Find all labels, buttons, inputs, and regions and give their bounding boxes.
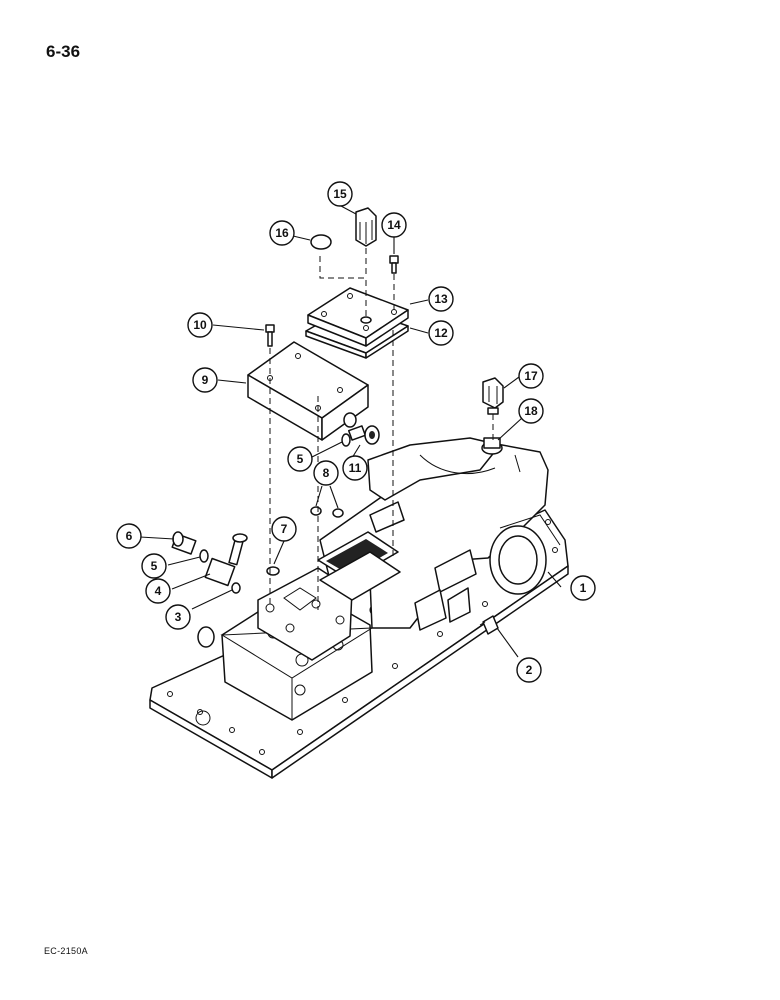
page-number: 6-36 (46, 42, 81, 61)
part-13-cover (307, 287, 409, 347)
svg-text:10: 10 (193, 318, 207, 332)
part-8-seals (310, 506, 344, 518)
svg-text:4: 4 (155, 584, 162, 598)
part-7-seal (266, 566, 280, 576)
svg-text:16: 16 (275, 226, 289, 240)
part-10-bolt (265, 324, 275, 347)
callout-4: 4 (145, 578, 171, 604)
part-3-washer (231, 582, 241, 594)
callout-15: 15 (327, 181, 353, 207)
callout-16: 16 (269, 220, 295, 246)
callout-17: 17 (518, 363, 544, 389)
svg-text:5: 5 (297, 452, 304, 466)
part-16-plug (310, 234, 332, 250)
housing-cover-plate (149, 437, 569, 779)
svg-text:9: 9 (202, 373, 209, 387)
part-5-seal-left (199, 549, 209, 563)
callout-5-right: 5 (287, 446, 313, 472)
callout-9: 9 (192, 367, 218, 393)
svg-text:1: 1 (580, 581, 587, 595)
part-15-breather-cap (355, 207, 377, 247)
part-14-screw (389, 255, 399, 274)
callout-10: 10 (187, 312, 213, 338)
callout-5-left: 5 (141, 553, 167, 579)
svg-text:12: 12 (434, 326, 448, 340)
figure-code: EC-2150A (44, 946, 88, 956)
callout-11: 11 (342, 455, 368, 481)
callout-3: 3 (165, 604, 191, 630)
svg-text:17: 17 (524, 369, 538, 383)
part-11-elbow (347, 425, 380, 445)
part-9-valve-block (247, 341, 369, 441)
part-17-filler-cap (482, 377, 504, 415)
part-2-fitting (479, 615, 499, 635)
svg-text:3: 3 (175, 610, 182, 624)
callout-13: 13 (428, 286, 454, 312)
svg-text:5: 5 (151, 559, 158, 573)
svg-text:6: 6 (126, 529, 133, 543)
callout-12: 12 (428, 320, 454, 346)
callout-1: 1 (570, 575, 596, 601)
part-4-banjo (204, 533, 248, 587)
svg-text:14: 14 (387, 218, 401, 232)
callout-14: 14 (381, 212, 407, 238)
callout-18: 18 (518, 398, 544, 424)
callout-2: 2 (516, 657, 542, 683)
callout-6: 6 (116, 523, 142, 549)
alignment-lines (269, 248, 494, 610)
svg-text:8: 8 (323, 466, 330, 480)
svg-text:18: 18 (524, 404, 538, 418)
svg-text:7: 7 (281, 522, 288, 536)
callout-8: 8 (313, 460, 339, 486)
part-5-seal-right (341, 433, 351, 447)
svg-text:15: 15 (333, 187, 347, 201)
svg-text:11: 11 (349, 461, 362, 475)
svg-text:13: 13 (434, 292, 448, 306)
svg-text:2: 2 (526, 663, 533, 677)
callout-7: 7 (271, 516, 297, 542)
part-6-valve (171, 531, 197, 555)
leader-lines (139, 205, 562, 658)
